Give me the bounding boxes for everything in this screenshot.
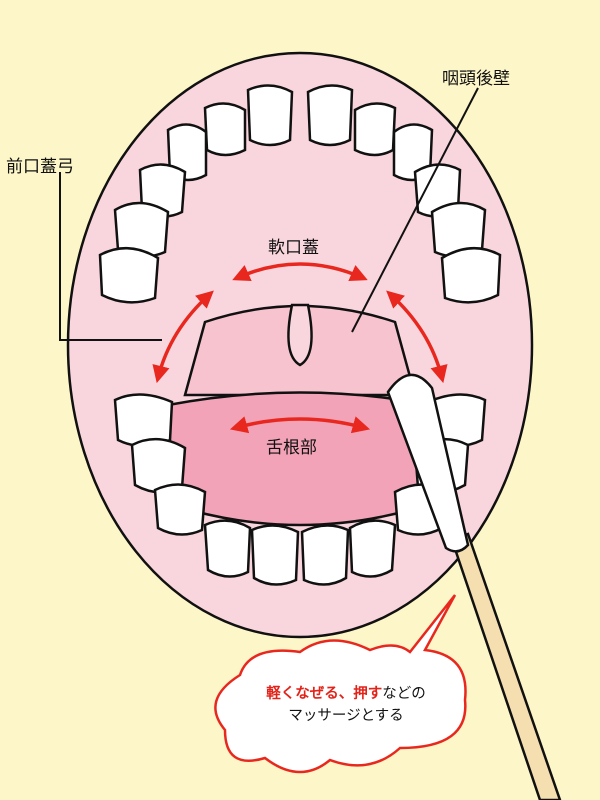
bubble-text: 軽くなぜる、押すなどの マッサージとする [236,683,456,727]
leader-posterior-wall [351,87,479,333]
label-posterior-pharyngeal-wall: 咽頭後壁 [442,69,510,89]
swab-stick [450,532,562,800]
speech-bubble [214,594,467,774]
cotton-swab [386,373,562,800]
bubble-line-1: 軽くなぜる、押すなどの [236,683,456,705]
upper-teeth [98,84,502,304]
label-soft-palate: 軟口蓋 [268,238,319,258]
bubble-line-2: マッサージとする [288,708,404,724]
label-anterior-palatal-arch: 前口蓋弓 [6,157,74,177]
arrow-soft-palate [232,262,368,282]
label-tongue-base: 舌根部 [266,438,317,458]
arrow-tongue-base [229,416,371,434]
bubble-line-1-rest: などの [382,686,426,702]
swab-head [386,373,470,553]
bubble-emphasis: 軽くなぜる、押す [266,686,383,702]
uvula [287,303,313,367]
arrow-right-arch [386,290,448,384]
tongue [165,391,435,527]
leader-anterior-arch [59,172,162,341]
massage-arrows [152,262,448,434]
arrow-left-arch [152,290,214,384]
